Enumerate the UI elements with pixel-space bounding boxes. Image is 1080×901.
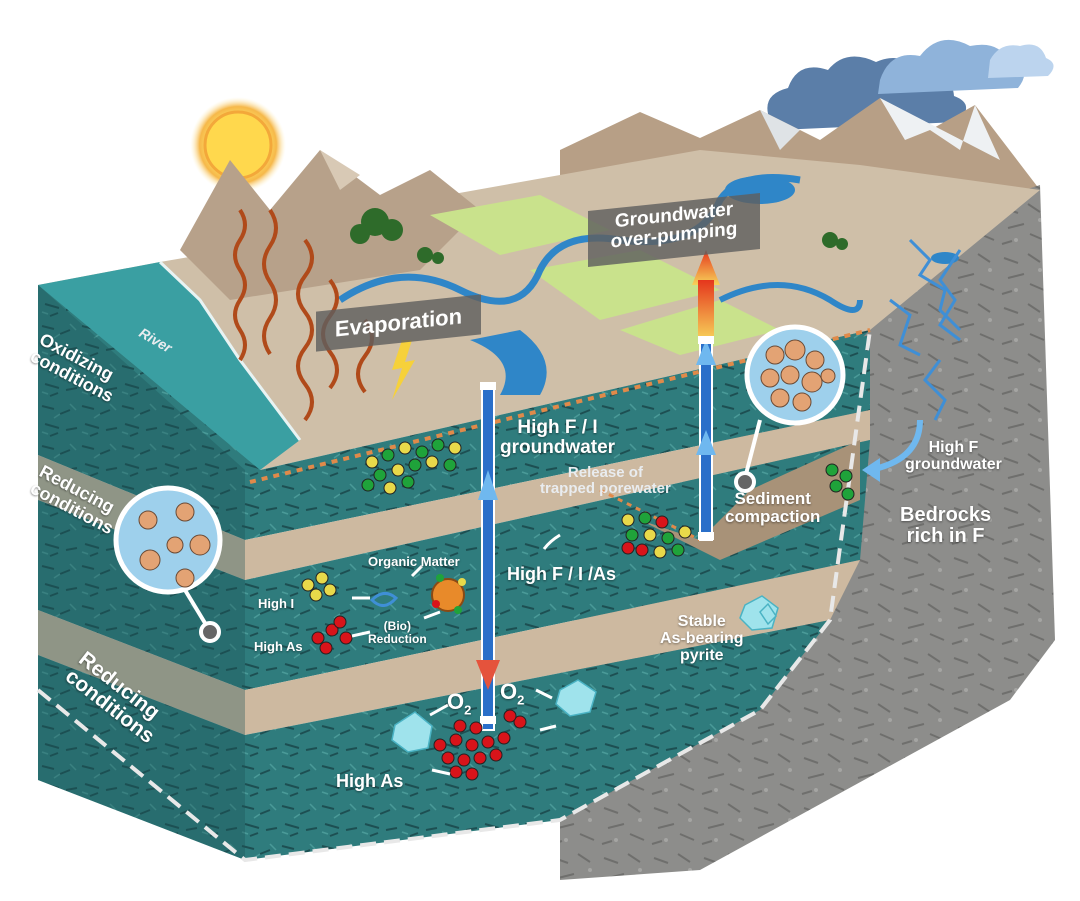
o2-right-text: O xyxy=(500,679,518,704)
magnifier-icon xyxy=(734,324,846,493)
tree-icon xyxy=(350,208,848,264)
evaporation-text: Evaporation xyxy=(334,303,463,342)
ion-cluster-iodine xyxy=(301,571,337,602)
release-porewater-label: Release of trapped porewater xyxy=(540,465,671,497)
bedrocks-text-1: Bedrocks xyxy=(900,504,992,526)
bedrocks-text-2: rich in F xyxy=(906,525,985,547)
arrow-icon xyxy=(862,458,880,482)
o2-left-sub: 2 xyxy=(464,702,472,718)
bio-text-1: (Bio) xyxy=(383,619,411,633)
ion-cluster-top xyxy=(361,438,462,495)
high-as-left-label: High As xyxy=(254,639,303,654)
o2-right-label: O2 xyxy=(500,680,524,707)
stable-text-2: As-bearing xyxy=(660,629,744,647)
ion-cluster-fluoride-right xyxy=(825,463,855,501)
stable-pyrite-label: Stable As-bearing pyrite xyxy=(660,613,744,664)
sediment-text-1: Sediment xyxy=(734,489,811,508)
sediment-text-2: compaction xyxy=(725,506,821,526)
ion-cluster-porewater xyxy=(621,511,692,559)
high-fi-text-2: groundwater xyxy=(500,436,616,458)
cloud-icon xyxy=(766,39,1054,130)
o2-right-sub: 2 xyxy=(517,692,525,708)
bio-reduction-arrows xyxy=(369,592,399,607)
organic-matter-particle xyxy=(431,574,466,614)
stable-text-3: pyrite xyxy=(680,646,724,664)
sun-icon xyxy=(190,97,286,193)
magnifier-icon xyxy=(113,485,223,643)
sediment-compaction-label: Sediment compaction xyxy=(725,490,820,526)
bedrocks-label: Bedrocks rich in F xyxy=(900,505,991,547)
o2-left-label: O2 xyxy=(447,690,471,717)
release-text-1: Release of xyxy=(567,464,643,481)
high-fias-label: High F / I /As xyxy=(507,564,617,584)
ion-cluster-arsenic-bottom xyxy=(433,709,527,781)
ion-cluster-arsenic-left xyxy=(311,615,353,655)
lightning-icon xyxy=(392,340,415,400)
high-f-text-2: groundwater xyxy=(905,455,1002,473)
well-left xyxy=(476,382,500,731)
well-right xyxy=(692,250,720,541)
o2-left-text: O xyxy=(447,689,465,714)
organic-matter-label: Organic Matter xyxy=(368,554,460,569)
bio-reduction-label: (Bio) Reduction xyxy=(368,620,427,645)
arrow-icon xyxy=(351,533,561,776)
high-as-bottom-label: High As xyxy=(336,771,404,791)
high-f-text-1: High F xyxy=(928,439,979,456)
fluoride-veins xyxy=(889,238,962,421)
high-i-label: High I xyxy=(258,596,295,611)
land-surface xyxy=(38,150,1040,470)
crystal-icon xyxy=(391,595,779,753)
high-fi-groundwater-label: High F / I groundwater xyxy=(500,418,615,458)
high-fi-text-1: High F / I xyxy=(517,417,598,438)
stable-text-1: Stable xyxy=(677,613,726,630)
release-text-2: trapped porewater xyxy=(540,479,671,497)
high-f-groundwater-label: High F groundwater xyxy=(905,439,1002,474)
bio-text-2: Reduction xyxy=(368,631,427,646)
